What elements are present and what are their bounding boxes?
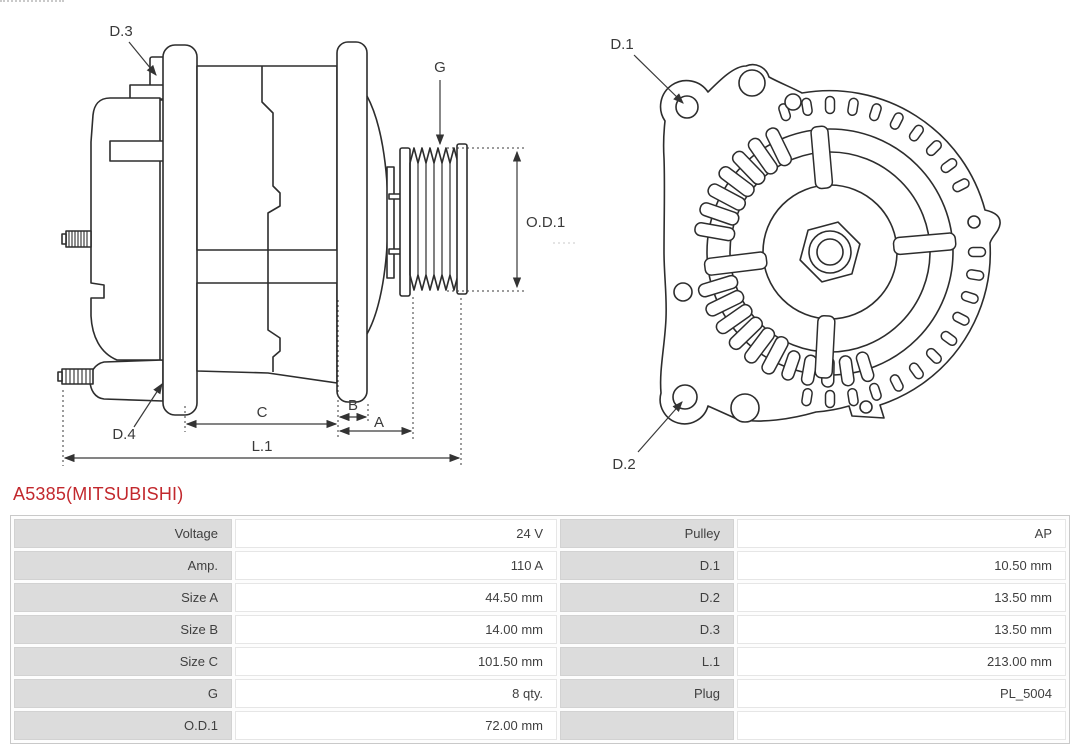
table-row: Size B 14.00 mm D.3 13.50 mm (14, 615, 1066, 644)
side-view-drawing (57, 41, 468, 416)
spec-value-cell: 44.50 mm (235, 583, 557, 612)
shaft (386, 166, 395, 279)
spec-label-cell: Size A (14, 583, 232, 612)
watermark-fragment (0, 0, 64, 2)
spec-label-cell: D.3 (560, 615, 734, 644)
front-bracket (336, 41, 368, 403)
table-row: O.D.1 72.00 mm (14, 711, 1066, 740)
housing-seam (261, 66, 281, 372)
spec-value-cell: 13.50 mm (737, 583, 1066, 612)
spec-label-cell: Amp. (14, 551, 232, 580)
spec-value-cell: 13.50 mm (737, 615, 1066, 644)
nose-cone (366, 95, 389, 335)
shaft-bore (816, 238, 844, 266)
stator-lower (196, 282, 338, 384)
dim-label-b: B (348, 397, 358, 414)
spec-value-cell: 10.50 mm (737, 551, 1066, 580)
table-row: G 8 qty. Plug PL_5004 (14, 679, 1066, 708)
left-hole (673, 282, 693, 302)
bottom-ear-hole (859, 400, 873, 414)
table-row: Size C 101.50 mm L.1 213.00 mm (14, 647, 1066, 676)
table-row: Voltage 24 V Pulley AP (14, 519, 1066, 548)
spec-table: Voltage 24 V Pulley AP Amp. 110 A D.1 10… (10, 515, 1070, 744)
dim-label-d3: D.3 (109, 23, 132, 40)
dim-label-g: G (434, 59, 446, 76)
rear-bracket (162, 44, 198, 416)
spec-label-cell: Size B (14, 615, 232, 644)
dim-label-od1: O.D.1 (526, 214, 565, 231)
spec-label-cell: Voltage (14, 519, 232, 548)
mount-hole-d2 (672, 384, 698, 410)
spec-label-cell (560, 711, 734, 740)
mounting-bolt (57, 368, 94, 385)
spec-label-cell: Pulley (560, 519, 734, 548)
spec-value-cell (737, 711, 1066, 740)
dim-label-c: C (257, 404, 268, 421)
alternator-diagram-svg: D.3 G O.D.1 D.4 C B A L.1 (57, 23, 1001, 473)
stator-teeth-ring (778, 95, 987, 409)
dim-label-d4: D.4 (112, 426, 135, 443)
spec-label-cell: D.1 (560, 551, 734, 580)
spec-value-cell: AP (737, 519, 1066, 548)
spec-label-cell: O.D.1 (14, 711, 232, 740)
table-row: Size A 44.50 mm D.2 13.50 mm (14, 583, 1066, 612)
spec-value-cell: 213.00 mm (737, 647, 1066, 676)
spec-value-cell: 101.50 mm (235, 647, 557, 676)
connector-socket (109, 140, 166, 162)
spec-label-cell: Size C (14, 647, 232, 676)
spec-value-cell: 14.00 mm (235, 615, 557, 644)
spec-value-cell: 110 A (235, 551, 557, 580)
dim-label-a: A (374, 414, 384, 431)
bottom-hole (730, 393, 760, 423)
spec-value-cell: PL_5004 (737, 679, 1066, 708)
top-small-hole (784, 93, 802, 111)
part-number: A5385(MITSUBISHI) (13, 484, 184, 504)
front-view-drawing (659, 63, 1001, 425)
side-view-dimensions: D.3 G O.D.1 D.4 C B A L.1 (62, 23, 576, 466)
spec-value-cell: 72.00 mm (235, 711, 557, 740)
bottom-lug (89, 359, 164, 402)
spec-label-cell: G (14, 679, 232, 708)
spec-value-cell: 8 qty. (235, 679, 557, 708)
dim-label-d1: D.1 (610, 36, 633, 53)
ear-hole (967, 215, 981, 229)
spec-label-cell: D.2 (560, 583, 734, 612)
top-hole (738, 69, 766, 97)
spec-label-cell: Plug (560, 679, 734, 708)
dim-label-l1: L.1 (252, 438, 273, 455)
rear-housing (90, 97, 161, 361)
stator-upper (196, 65, 338, 251)
spec-label-cell: L.1 (560, 647, 734, 676)
terminal-stud (61, 230, 92, 248)
spec-table-wrap: Voltage 24 V Pulley AP Amp. 110 A D.1 10… (10, 515, 1070, 744)
table-row: Amp. 110 A D.1 10.50 mm (14, 551, 1066, 580)
front-view-dimensions: D.1 D.2 (610, 36, 684, 473)
technical-drawing: D.3 G O.D.1 D.4 C B A L.1 (57, 23, 1001, 473)
spec-value-cell: 24 V (235, 519, 557, 548)
pulley-spokes (703, 125, 957, 379)
dim-label-d2: D.2 (612, 456, 635, 473)
pulley (399, 143, 468, 297)
